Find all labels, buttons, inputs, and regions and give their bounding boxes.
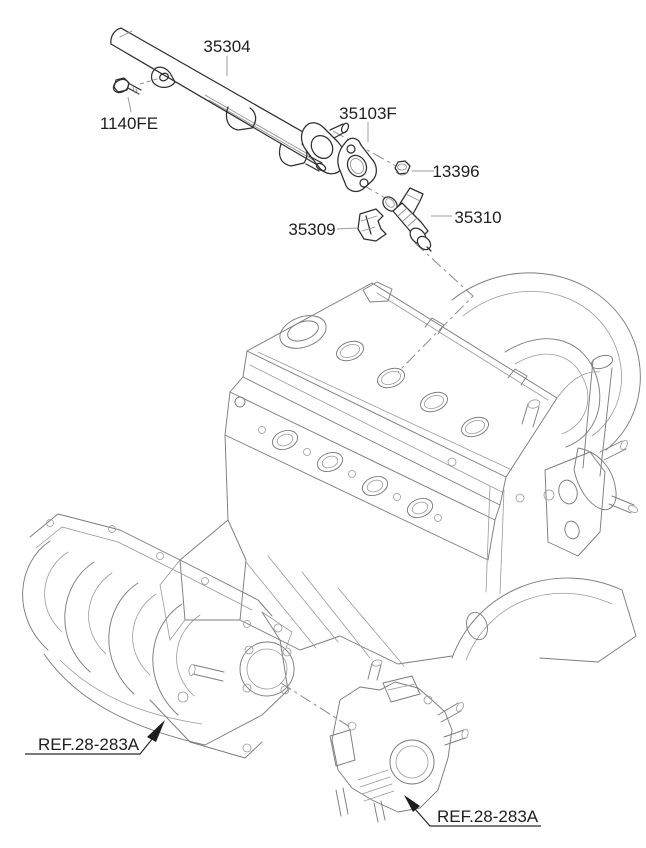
- head-ports: [234, 396, 442, 522]
- arrowhead-throttle-body: [404, 795, 420, 812]
- throttle-body-drawing: [329, 659, 469, 823]
- manifold-runners: [22, 540, 201, 716]
- label-clip: 35309: [288, 220, 335, 239]
- engine-assembly-drawing: [159, 272, 641, 667]
- leader-lines: [127, 56, 452, 230]
- manifold-to-throttle-centerline: [280, 682, 351, 728]
- label-gasket: 35103F: [339, 104, 397, 123]
- injector-drawing: [382, 187, 432, 252]
- gasket-drawing: [337, 137, 377, 193]
- leader-35309: [336, 227, 358, 230]
- part-labels: 35304 1140FE 35103F 13396 35309 35310 RE…: [38, 37, 539, 826]
- assembly-center-lines: [139, 77, 474, 728]
- label-nut: 13396: [432, 162, 479, 181]
- clip-drawing: [357, 208, 387, 242]
- label-ref-intake-manifold: REF.28-283A: [38, 735, 140, 754]
- injector-to-port-centerline: [397, 242, 474, 373]
- fuel-rail-drawing: [110, 27, 350, 175]
- stud-to-injector-centerline: [321, 160, 388, 200]
- leader-1140FE: [127, 96, 132, 113]
- bolt-drawing: [112, 77, 142, 95]
- ref-callout-intake-manifold: [25, 720, 165, 755]
- intake-manifold-drawing: [22, 513, 295, 759]
- label-bolt: 1140FE: [100, 114, 158, 133]
- label-injector: 35310: [454, 208, 501, 227]
- bolt-alignment-dashed-line: [139, 77, 161, 85]
- label-fuel-rail: 35304: [203, 37, 250, 56]
- arrowhead-intake-manifold: [147, 720, 165, 742]
- spark-plug-wells: [336, 340, 489, 438]
- label-ref-throttle-body: REF.28-283A: [437, 807, 539, 826]
- ref-callout-throttle-body: [404, 795, 541, 827]
- nut-drawing: [394, 160, 411, 176]
